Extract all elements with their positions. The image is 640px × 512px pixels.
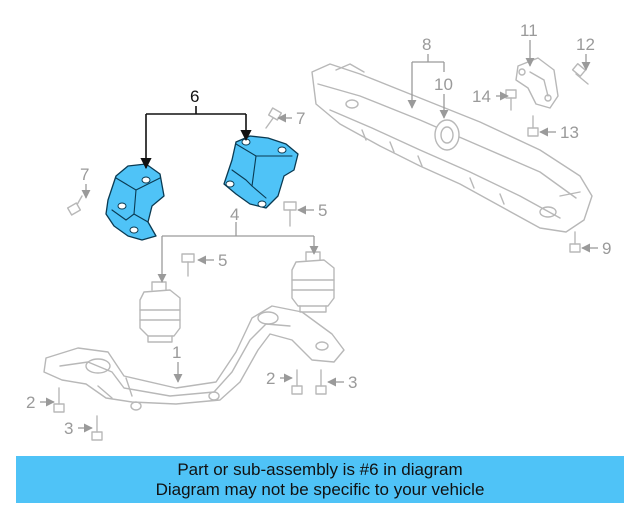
bolt-7-left [66,195,83,216]
callout-4[interactable]: 4 [230,205,239,224]
engine-mount-bracket-right[interactable] [223,135,299,209]
banner-line-2: Diagram may not be specific to your vehi… [155,479,485,499]
callout-5-lower[interactable]: 5 [218,251,227,270]
engine-mount-bracket-left[interactable] [105,163,165,241]
callout-13[interactable]: 13 [560,123,579,142]
leader-8 [407,54,445,109]
callout-1[interactable]: 1 [172,343,181,362]
bolt-13 [527,115,539,137]
callout-10[interactable]: 10 [434,75,453,94]
callout-2-left[interactable]: 2 [26,393,35,412]
callout-11[interactable]: 11 [520,21,538,40]
bolt-14 [505,89,517,111]
callout-7-right[interactable]: 7 [296,109,305,128]
engine-mount-left [139,281,181,343]
info-banner: Part or sub-assembly is #6 in diagram Di… [16,456,624,503]
transmission-crossmember [311,63,593,233]
callout-7-left[interactable]: 7 [80,165,89,184]
leader-6 [140,106,252,170]
leader-4 [157,222,319,283]
callout-8[interactable]: 8 [422,35,431,54]
bolt-3-right [315,369,327,395]
bolt-9 [569,231,581,253]
engine-mount-right [291,251,335,313]
bolt-3-left [91,415,103,441]
bolt-5-lower [181,253,195,277]
callout-3-left[interactable]: 3 [64,419,73,438]
callout-2-right[interactable]: 2 [266,369,275,388]
front-subframe [43,305,345,411]
bolt-5-upper [283,201,297,227]
callout-9[interactable]: 9 [602,239,611,258]
callout-6[interactable]: 6 [190,87,199,106]
banner-line-1: Part or sub-assembly is #6 in diagram [177,459,463,479]
callout-5-upper[interactable]: 5 [318,201,327,220]
bolt-2-left [53,387,65,413]
callout-14[interactable]: 14 [472,87,491,106]
bolt-2-right [291,369,303,395]
callout-12[interactable]: 12 [576,35,595,54]
bracket-part-11 [515,57,559,109]
callout-3-right[interactable]: 3 [348,373,357,392]
